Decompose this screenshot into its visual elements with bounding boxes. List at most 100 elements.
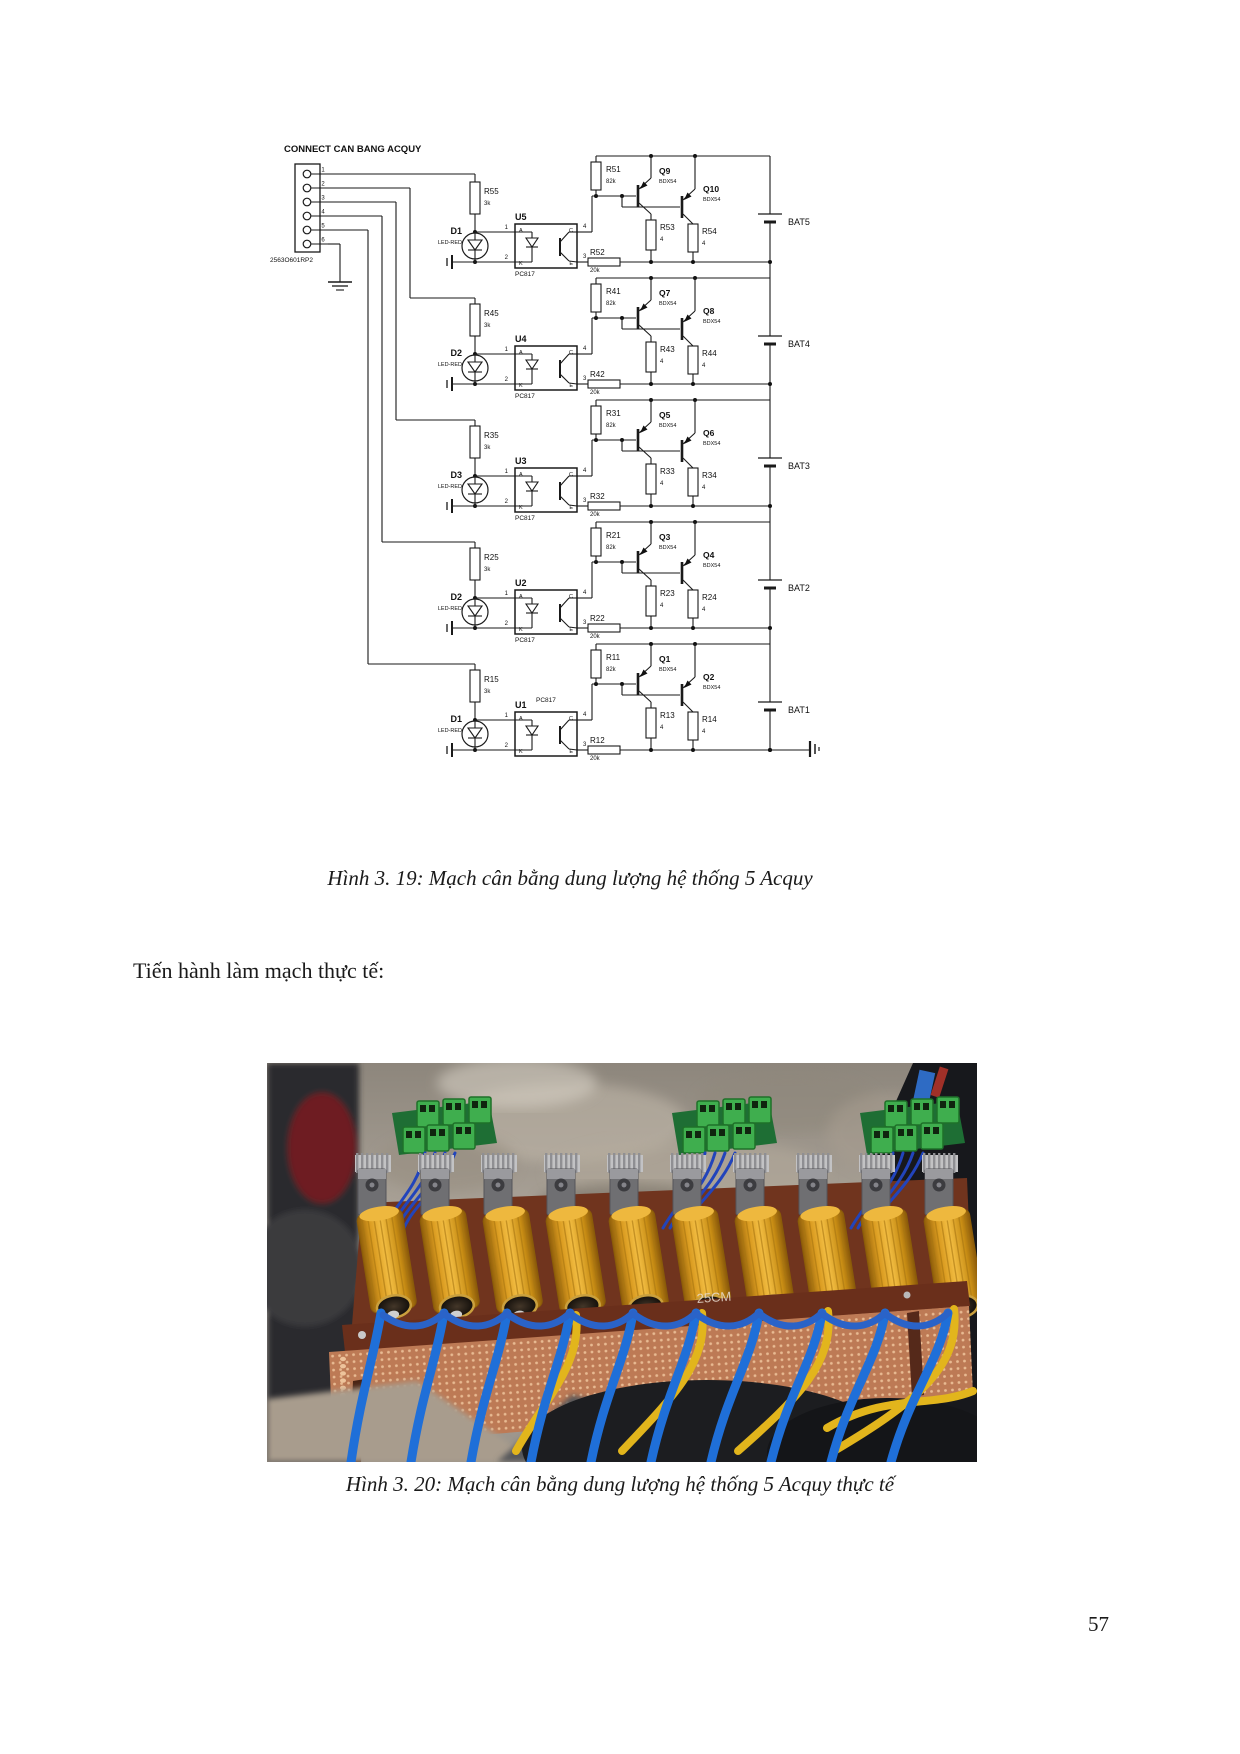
wire-blue-jumper <box>442 1309 511 1330</box>
svg-text:Q9: Q9 <box>659 166 671 176</box>
wire-blue-jumper <box>883 1309 952 1330</box>
svg-text:E: E <box>569 383 573 389</box>
svg-text:4: 4 <box>583 346 587 352</box>
svg-text:BDX54: BDX54 <box>703 197 720 203</box>
svg-text:1: 1 <box>505 591 509 597</box>
svg-text:Q4: Q4 <box>703 550 715 560</box>
svg-text:C: C <box>569 594 573 600</box>
svg-text:Q8: Q8 <box>703 306 715 316</box>
transistor-heatsink <box>355 1153 391 1216</box>
svg-text:R55: R55 <box>484 187 499 196</box>
svg-text:4: 4 <box>702 241 706 247</box>
svg-text:2: 2 <box>505 499 509 505</box>
svg-text:R32: R32 <box>590 492 605 501</box>
page-number: 57 <box>1088 1612 1109 1636</box>
body-text: Tiến hành làm mạch thực tế: <box>133 958 385 983</box>
svg-text:82k: 82k <box>606 667 617 673</box>
svg-text:LED-RED: LED-RED <box>438 728 462 734</box>
svg-text:3k: 3k <box>484 689 491 695</box>
svg-text:4: 4 <box>583 712 587 718</box>
photo-svg: 25CM <box>247 1058 1007 1516</box>
svg-text:2: 2 <box>505 743 509 749</box>
svg-text:R31: R31 <box>606 409 621 418</box>
svg-text:PC817: PC817 <box>515 637 535 644</box>
svg-text:D2: D2 <box>450 592 462 602</box>
wire-blue-jumper <box>379 1309 448 1330</box>
svg-text:C: C <box>569 350 573 356</box>
svg-text:3: 3 <box>583 254 587 260</box>
svg-text:4: 4 <box>583 468 587 474</box>
svg-text:R53: R53 <box>660 223 675 232</box>
schematic-svg: CONNECT CAN BANG ACQUY1234562563O601RP2B… <box>270 144 820 762</box>
svg-text:LED-RED: LED-RED <box>438 240 462 246</box>
svg-text:20k: 20k <box>590 634 601 640</box>
transistor-heatsink <box>544 1153 580 1216</box>
svg-text:82k: 82k <box>606 423 617 429</box>
svg-text:2: 2 <box>505 621 509 627</box>
svg-text:82k: 82k <box>606 301 617 307</box>
svg-text:BAT4: BAT4 <box>788 339 810 349</box>
transistor-heatsink <box>607 1153 643 1216</box>
svg-text:R14: R14 <box>702 715 717 724</box>
svg-text:Q6: Q6 <box>703 428 715 438</box>
schematic-stage-BAT4: R453kD2LED-REDU4PC817AKCE1243R4182kQ7BDX… <box>328 187 772 400</box>
svg-text:E: E <box>569 261 573 267</box>
wire-blue <box>826 1308 890 1467</box>
svg-text:K: K <box>519 261 523 267</box>
svg-text:R54: R54 <box>702 227 717 236</box>
svg-text:U3: U3 <box>515 456 527 466</box>
svg-text:2: 2 <box>321 182 325 188</box>
svg-text:U1: U1 <box>515 700 527 710</box>
wire-blue <box>526 1308 575 1467</box>
svg-text:PC817: PC817 <box>515 393 535 400</box>
svg-text:R43: R43 <box>660 345 675 354</box>
svg-text:4: 4 <box>583 590 587 596</box>
svg-text:R12: R12 <box>590 736 605 745</box>
svg-text:BAT3: BAT3 <box>788 461 810 471</box>
figure1-caption: Hình 3. 19: Mạch cân bằng dung lượng hệ … <box>327 866 813 890</box>
svg-text:R33: R33 <box>660 467 675 476</box>
svg-text:BDX54: BDX54 <box>703 441 720 447</box>
svg-text:BAT1: BAT1 <box>788 705 810 715</box>
wire-blue <box>466 1308 512 1467</box>
svg-text:R34: R34 <box>702 471 717 480</box>
svg-text:A: A <box>519 228 523 234</box>
svg-text:3k: 3k <box>484 445 491 451</box>
wire-blue <box>346 1308 386 1467</box>
svg-text:CONNECT CAN BANG ACQUY: CONNECT CAN BANG ACQUY <box>284 144 422 155</box>
svg-text:R15: R15 <box>484 675 499 684</box>
svg-text:R35: R35 <box>484 431 499 440</box>
svg-text:A: A <box>519 594 523 600</box>
transistor-heatsink <box>733 1153 769 1216</box>
transistor-heatsink <box>922 1153 958 1216</box>
svg-text:Q3: Q3 <box>659 532 671 542</box>
svg-text:K: K <box>519 749 523 755</box>
svg-text:C: C <box>569 472 573 478</box>
svg-text:1: 1 <box>321 168 325 174</box>
svg-text:LED-RED: LED-RED <box>438 484 462 490</box>
wire-yellow <box>734 1307 833 1455</box>
svg-text:E: E <box>569 505 573 511</box>
svg-text:LED-RED: LED-RED <box>438 606 462 612</box>
svg-text:1: 1 <box>505 347 509 353</box>
svg-text:BAT5: BAT5 <box>788 217 810 227</box>
svg-text:D1: D1 <box>450 714 462 724</box>
svg-text:82k: 82k <box>606 545 617 551</box>
wire-yellow <box>830 1305 959 1455</box>
svg-text:82k: 82k <box>606 179 617 185</box>
svg-text:3: 3 <box>583 376 587 382</box>
wire-yellow <box>512 1311 581 1455</box>
power-resistor-gold <box>356 1206 417 1319</box>
svg-text:R22: R22 <box>590 614 605 623</box>
